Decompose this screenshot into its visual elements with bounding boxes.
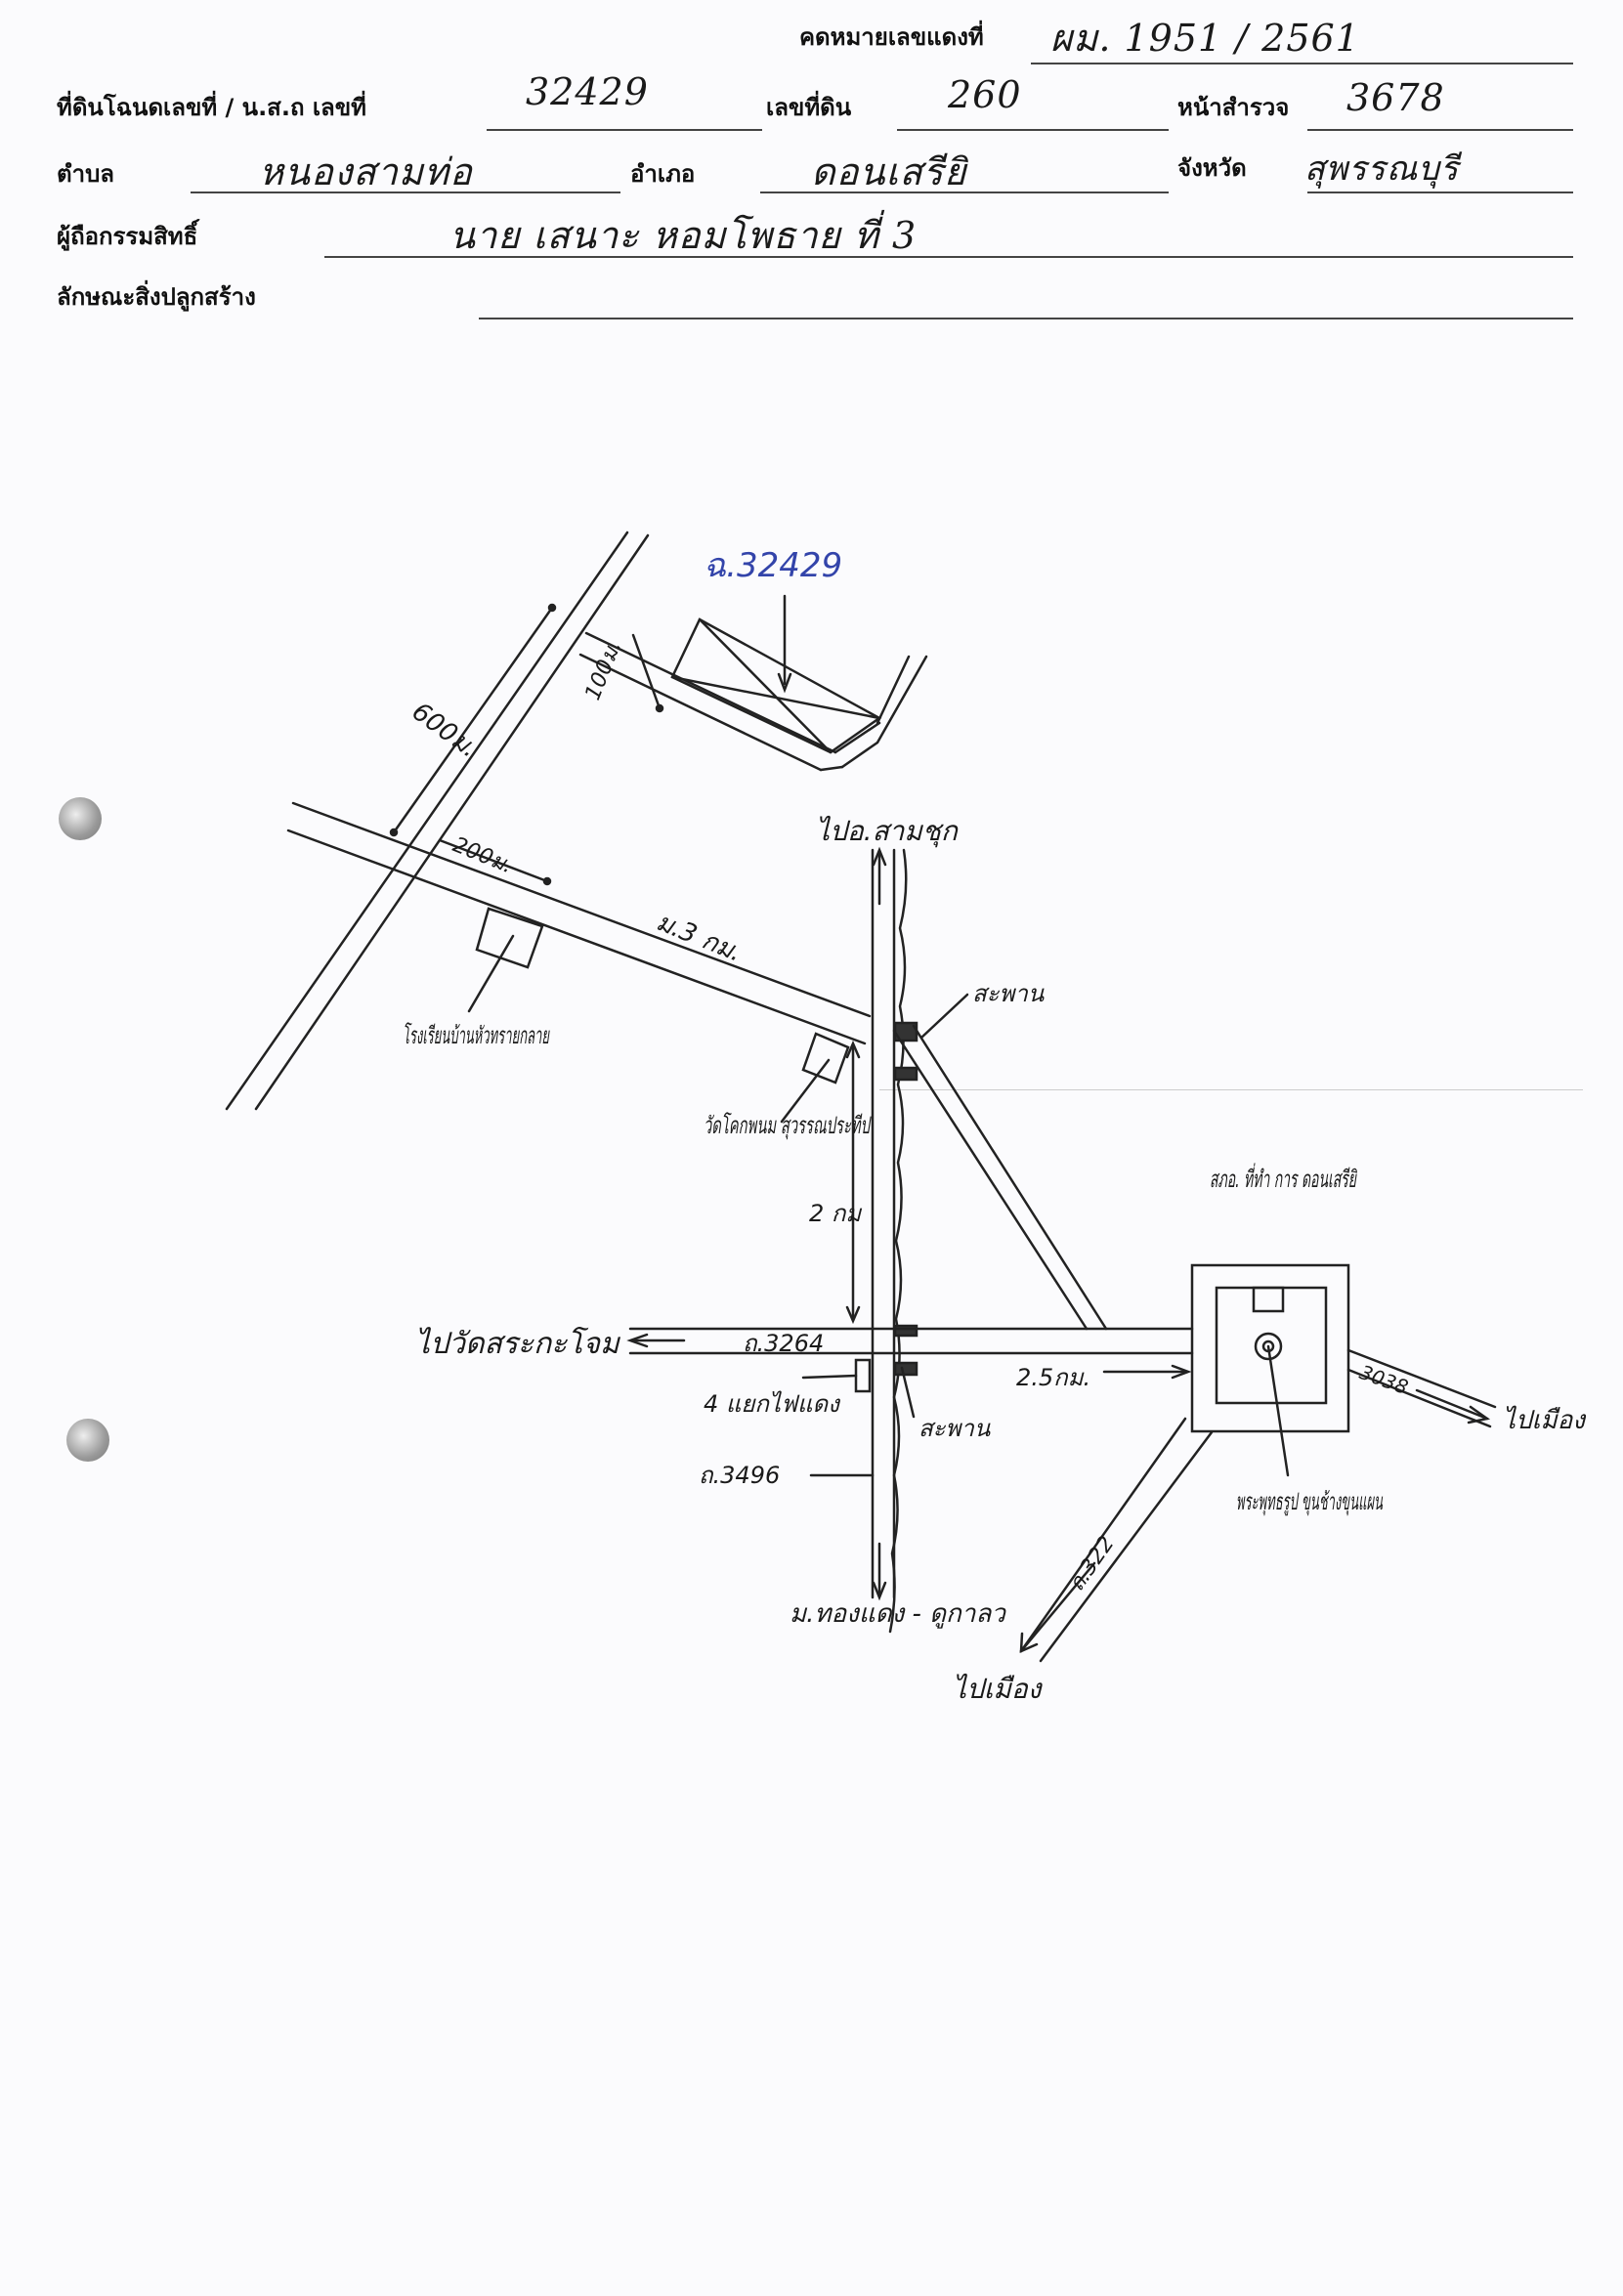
owner-value: นาย เสนาะ หอมโพธาย ที่ 3 (449, 214, 918, 257)
province-label: จังหวัด (1177, 154, 1247, 182)
title-deed-label: ที่ดินโฉนดเลขที่ / น.ส.ถ เลขที่ (57, 94, 366, 121)
district-value: ดอนเสรียิ (811, 150, 967, 193)
school-label-1: โรงเรียนบ้านหัวทรายกลาย (403, 1022, 550, 1049)
road-southwest-number: ถ.322 (1064, 1532, 1119, 1595)
dist-3km: ม.3 กม. (652, 908, 746, 968)
bridge-bottom-label: สะพาน (918, 1415, 991, 1442)
bridge-bottom-mark (893, 1324, 918, 1338)
province-value: สุพรรณบุรี (1304, 149, 1460, 189)
police-label: สภอ. ที่ทำ การ ดอนเสรียิ (1210, 1163, 1357, 1193)
dist-100m: 100ม. (580, 637, 626, 703)
land-no-value: 260 (948, 73, 1022, 116)
road-east-upper (1346, 1348, 1497, 1409)
red-case-underline (1031, 63, 1573, 64)
title-deed-underline (487, 129, 762, 131)
temple-mark (801, 1032, 850, 1084)
dist-2km-horizontal: 2.5กม. (1016, 1364, 1090, 1391)
to-wat-sa: ไปวัดสระกะโจม (415, 1326, 621, 1361)
survey-page-label: หน้าสำรวจ (1177, 94, 1290, 121)
road-3496: ถ.3496 (699, 1462, 780, 1489)
canal (888, 848, 908, 1634)
land-no-underline (897, 129, 1169, 131)
road-west-lower (286, 829, 867, 1045)
subdistrict-value: หนองสามท่อ (259, 150, 473, 193)
district-underline (760, 191, 1169, 193)
to-samchuk: ไปอ.สามชุก (816, 815, 960, 848)
road-south-label: ม.ทองแดง - ดูกาลว (790, 1599, 1006, 1629)
dist-2km-vertical: 2 กม (809, 1200, 862, 1227)
road-southwest-upper (1019, 1417, 1187, 1653)
parcel-rectangle (670, 617, 882, 754)
police-compound-outer (1190, 1263, 1350, 1433)
traffic-light-mark (854, 1358, 872, 1393)
owner-label: ผู้ถือกรรมสิทธิ์ (57, 223, 198, 250)
parcel-label: ฉ.32429 (704, 546, 842, 585)
intersection-label: 4 แยกไฟแดง (704, 1390, 841, 1418)
title-deed-value: 32429 (526, 70, 649, 113)
survey-page-underline (1307, 129, 1573, 131)
land-no-label: เลขที่ดิน (766, 94, 852, 121)
scan-artifact-line (879, 1089, 1583, 1090)
temple-label: วัดโคกพนม สุวรรณประทีป (704, 1112, 872, 1140)
subdistrict-label: ตำบล (57, 160, 115, 188)
road-diagonal-center (892, 1029, 1089, 1331)
red-case-value: ผม. 1951 / 2561 (1050, 17, 1360, 60)
road-diagonal-west-2 (254, 533, 650, 1111)
to-east: ไปเมือง (1503, 1405, 1587, 1435)
subdistrict-underline (191, 191, 620, 193)
red-case-label: คดหมายเลขแดงที่ (799, 23, 984, 51)
bridge-top-label: สะพาน (972, 980, 1045, 1007)
province-underline (1307, 191, 1573, 193)
to-southwest: ไปเมือง (953, 1673, 1044, 1705)
survey-page-value: 3678 (1346, 76, 1445, 119)
owner-underline (324, 256, 1573, 258)
police-compound-inner (1215, 1286, 1328, 1405)
road-3264: ถ.3264 (743, 1330, 824, 1357)
access-road-lower (578, 653, 823, 772)
district-label: อำเภอ (630, 160, 696, 188)
dist-600m: 600ม. (406, 697, 483, 763)
access-road-upper (584, 631, 837, 754)
road-diagonal-west (225, 531, 629, 1111)
road-east-number: 3038 (1356, 1360, 1411, 1399)
structure-label: ลักษณะสิ่งปลูกสร้าง (57, 283, 256, 311)
structure-underline (479, 318, 1573, 319)
memorial-label: พระพุทธรูป ขุนช้างขุนแผน (1236, 1488, 1383, 1516)
school-mark (475, 907, 544, 969)
punch-hole-top (59, 797, 102, 840)
punch-hole-bottom (66, 1419, 109, 1462)
road-west-upper (291, 801, 872, 1018)
